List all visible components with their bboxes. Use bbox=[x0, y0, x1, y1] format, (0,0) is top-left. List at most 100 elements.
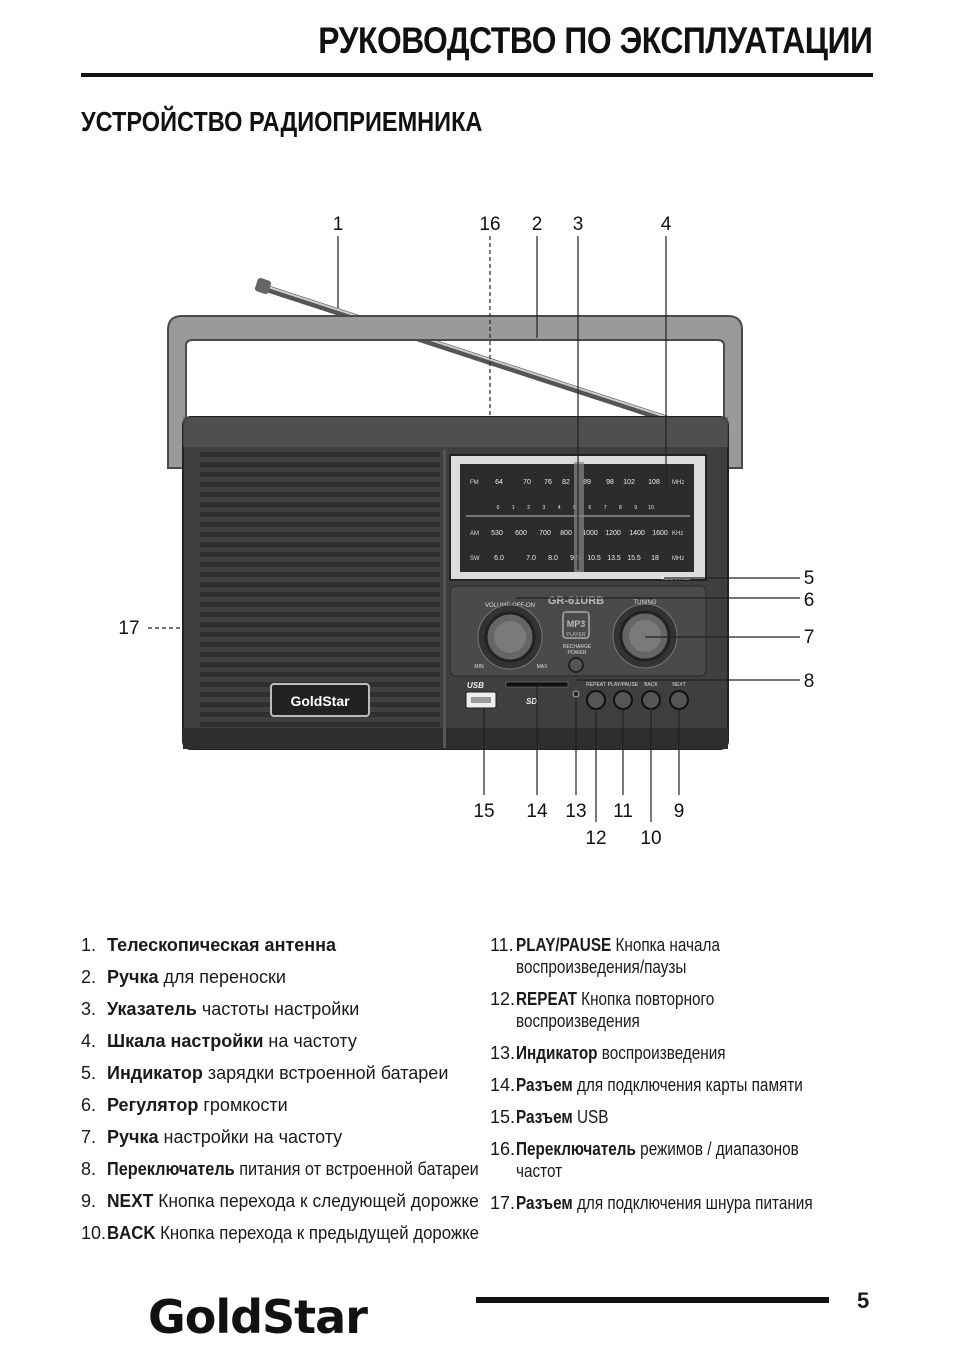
callout-10: 10 bbox=[640, 828, 661, 849]
recharge-power-switch[interactable] bbox=[568, 657, 584, 673]
sd-card-slot[interactable] bbox=[505, 681, 569, 688]
brand-plate bbox=[270, 683, 370, 717]
am-tick-label: 530 bbox=[491, 530, 503, 537]
sw-tick-label: 10.5 bbox=[587, 555, 601, 562]
footer-logo: GoldStar bbox=[148, 1290, 368, 1344]
callout-12: 12 bbox=[585, 828, 606, 849]
idx-tick-label: 7 bbox=[604, 505, 607, 511]
page-number: 5 bbox=[857, 1288, 870, 1313]
legend-term: Индикатор bbox=[516, 1043, 598, 1063]
legend-item: 7.Ручка настройки на частоту bbox=[81, 1126, 481, 1148]
legend-item: 4.Шкала настройки на частоту bbox=[81, 1030, 481, 1052]
legend-item: 1. Телескопическая антенна bbox=[81, 934, 481, 956]
legend-item: 10.BACK Кнопка перехода к предыдущей дор… bbox=[81, 1222, 481, 1244]
legend-item: 17.Разъем для подключения шнура питания bbox=[490, 1192, 874, 1214]
legend-term: Телескопическая антенна bbox=[107, 935, 337, 955]
idx-tick-label: 2 bbox=[527, 505, 530, 511]
idx-tick-label: 4 bbox=[558, 505, 561, 511]
legend-item: 9.NEXT Кнопка перехода к следующей дорож… bbox=[81, 1190, 481, 1212]
am-tick-label: 1600 bbox=[652, 530, 668, 537]
legend-term: Регулятор bbox=[107, 1095, 199, 1115]
legend-term: Ручка bbox=[107, 967, 159, 987]
repeat-button[interactable] bbox=[586, 690, 606, 710]
callout-15: 15 bbox=[473, 801, 494, 822]
sw-tick-label: 18 bbox=[651, 555, 659, 562]
tuning-label: TUNING bbox=[634, 600, 657, 606]
player-badge-text: PLAYER bbox=[566, 632, 586, 638]
volume-min-label: MIN bbox=[474, 664, 484, 670]
sw-tick-label: 7.0 bbox=[526, 555, 536, 562]
legend-term: REPEAT bbox=[516, 989, 577, 1009]
back-button-label: BACK bbox=[644, 682, 658, 688]
page-header-title: РУКОВОДСТВО ПО ЭКСПЛУАТАЦИИ bbox=[317, 20, 873, 61]
mp3-badge bbox=[562, 611, 590, 639]
volume-knob[interactable] bbox=[477, 604, 543, 670]
legend-item: 11.PLAY/PAUSE Кнопка начала воспроизведе… bbox=[490, 934, 874, 978]
legend-description: воспроизведения bbox=[597, 1043, 726, 1063]
legend-description: на частоту bbox=[263, 1031, 357, 1051]
callout-lines bbox=[148, 236, 800, 822]
callout-2: 2 bbox=[532, 214, 543, 235]
am-tick-label: 600 bbox=[515, 530, 527, 537]
sw-tick-label: 6.0 bbox=[494, 555, 504, 562]
recharge-indicator-label: RECHARGE bbox=[662, 576, 691, 582]
am-tick-label: 700 bbox=[539, 530, 551, 537]
legend-description: Кнопка перехода к предыдущей дорожке bbox=[155, 1223, 479, 1243]
fm-tick-label: 89 bbox=[583, 479, 591, 486]
legend-item: 14.Разъем для подключения карты памяти bbox=[490, 1074, 874, 1096]
legend-description: Кнопка начала воспроизведения/паузы bbox=[516, 935, 720, 977]
brand-plate-text: GoldStar bbox=[290, 693, 350, 709]
legend-term: Переключатель bbox=[516, 1139, 636, 1159]
legend-description: для подключения шнура питания bbox=[572, 1193, 813, 1213]
fm-tick-label: 76 bbox=[544, 479, 552, 486]
legend-item: 6.Регулятор громкости bbox=[81, 1094, 481, 1116]
tuning-knob[interactable] bbox=[612, 603, 678, 669]
callout-3: 3 bbox=[573, 214, 584, 235]
mp3-badge-text: MP3 bbox=[567, 619, 586, 629]
legend-term: Индикатор bbox=[107, 1063, 203, 1083]
legend-number: 2. bbox=[81, 967, 97, 987]
recharge-power-label-2: POWER bbox=[568, 650, 587, 656]
legend-number: 8. bbox=[81, 1159, 97, 1179]
next-button[interactable] bbox=[669, 690, 689, 710]
legend-description: частоты настройки bbox=[196, 999, 360, 1019]
legend-number: 17. bbox=[490, 1193, 516, 1213]
legend-number: 6. bbox=[81, 1095, 97, 1115]
recharge-power-label-1: RECHARGE bbox=[563, 644, 592, 650]
callout-17: 17 bbox=[118, 618, 139, 639]
play-pause-button[interactable] bbox=[613, 690, 633, 710]
svg-text:SW: SW bbox=[470, 556, 480, 562]
legend-number: 1. bbox=[81, 935, 97, 955]
am-tick-label: 1400 bbox=[629, 530, 645, 537]
legend-number: 3. bbox=[81, 999, 97, 1019]
fm-tick-label: 64 bbox=[495, 479, 503, 486]
legend-item: 15.Разъем USB bbox=[490, 1106, 874, 1128]
callout-5: 5 bbox=[804, 568, 815, 589]
legend-description: Кнопка повторного воспроизведения bbox=[516, 989, 715, 1031]
legend-term: Разъем bbox=[516, 1193, 573, 1213]
legend-number: 16. bbox=[490, 1139, 516, 1159]
sw-tick-label: 15.5 bbox=[627, 555, 641, 562]
legend-right-column: 11.PLAY/PAUSE Кнопка начала воспроизведе… bbox=[490, 934, 874, 1224]
sw-tick-label: 13.5 bbox=[607, 555, 621, 562]
legend-item: 2.Ручка для переноски bbox=[81, 966, 481, 988]
legend-number: 9. bbox=[81, 1191, 97, 1211]
callout-13: 13 bbox=[565, 801, 586, 822]
callout-16: 16 bbox=[479, 214, 500, 235]
legend-term: Разъем bbox=[516, 1075, 573, 1095]
legend-item: 13.Индикатор воспроизведения bbox=[490, 1042, 874, 1064]
idx-tick-label: 6 bbox=[588, 505, 591, 511]
svg-text:FM: FM bbox=[470, 480, 479, 486]
legend-term: Переключатель bbox=[107, 1159, 235, 1179]
legend-number: 10. bbox=[81, 1223, 107, 1243]
idx-tick-label: 0 bbox=[497, 505, 500, 511]
back-button[interactable] bbox=[641, 690, 661, 710]
am-tick-label: 1200 bbox=[605, 530, 621, 537]
idx-tick-label: 1 bbox=[512, 505, 515, 511]
legend-description: настройки на частоту bbox=[158, 1127, 343, 1147]
legend-number: 13. bbox=[490, 1043, 516, 1063]
callout-9: 9 bbox=[674, 801, 685, 822]
header-rule bbox=[81, 73, 873, 77]
